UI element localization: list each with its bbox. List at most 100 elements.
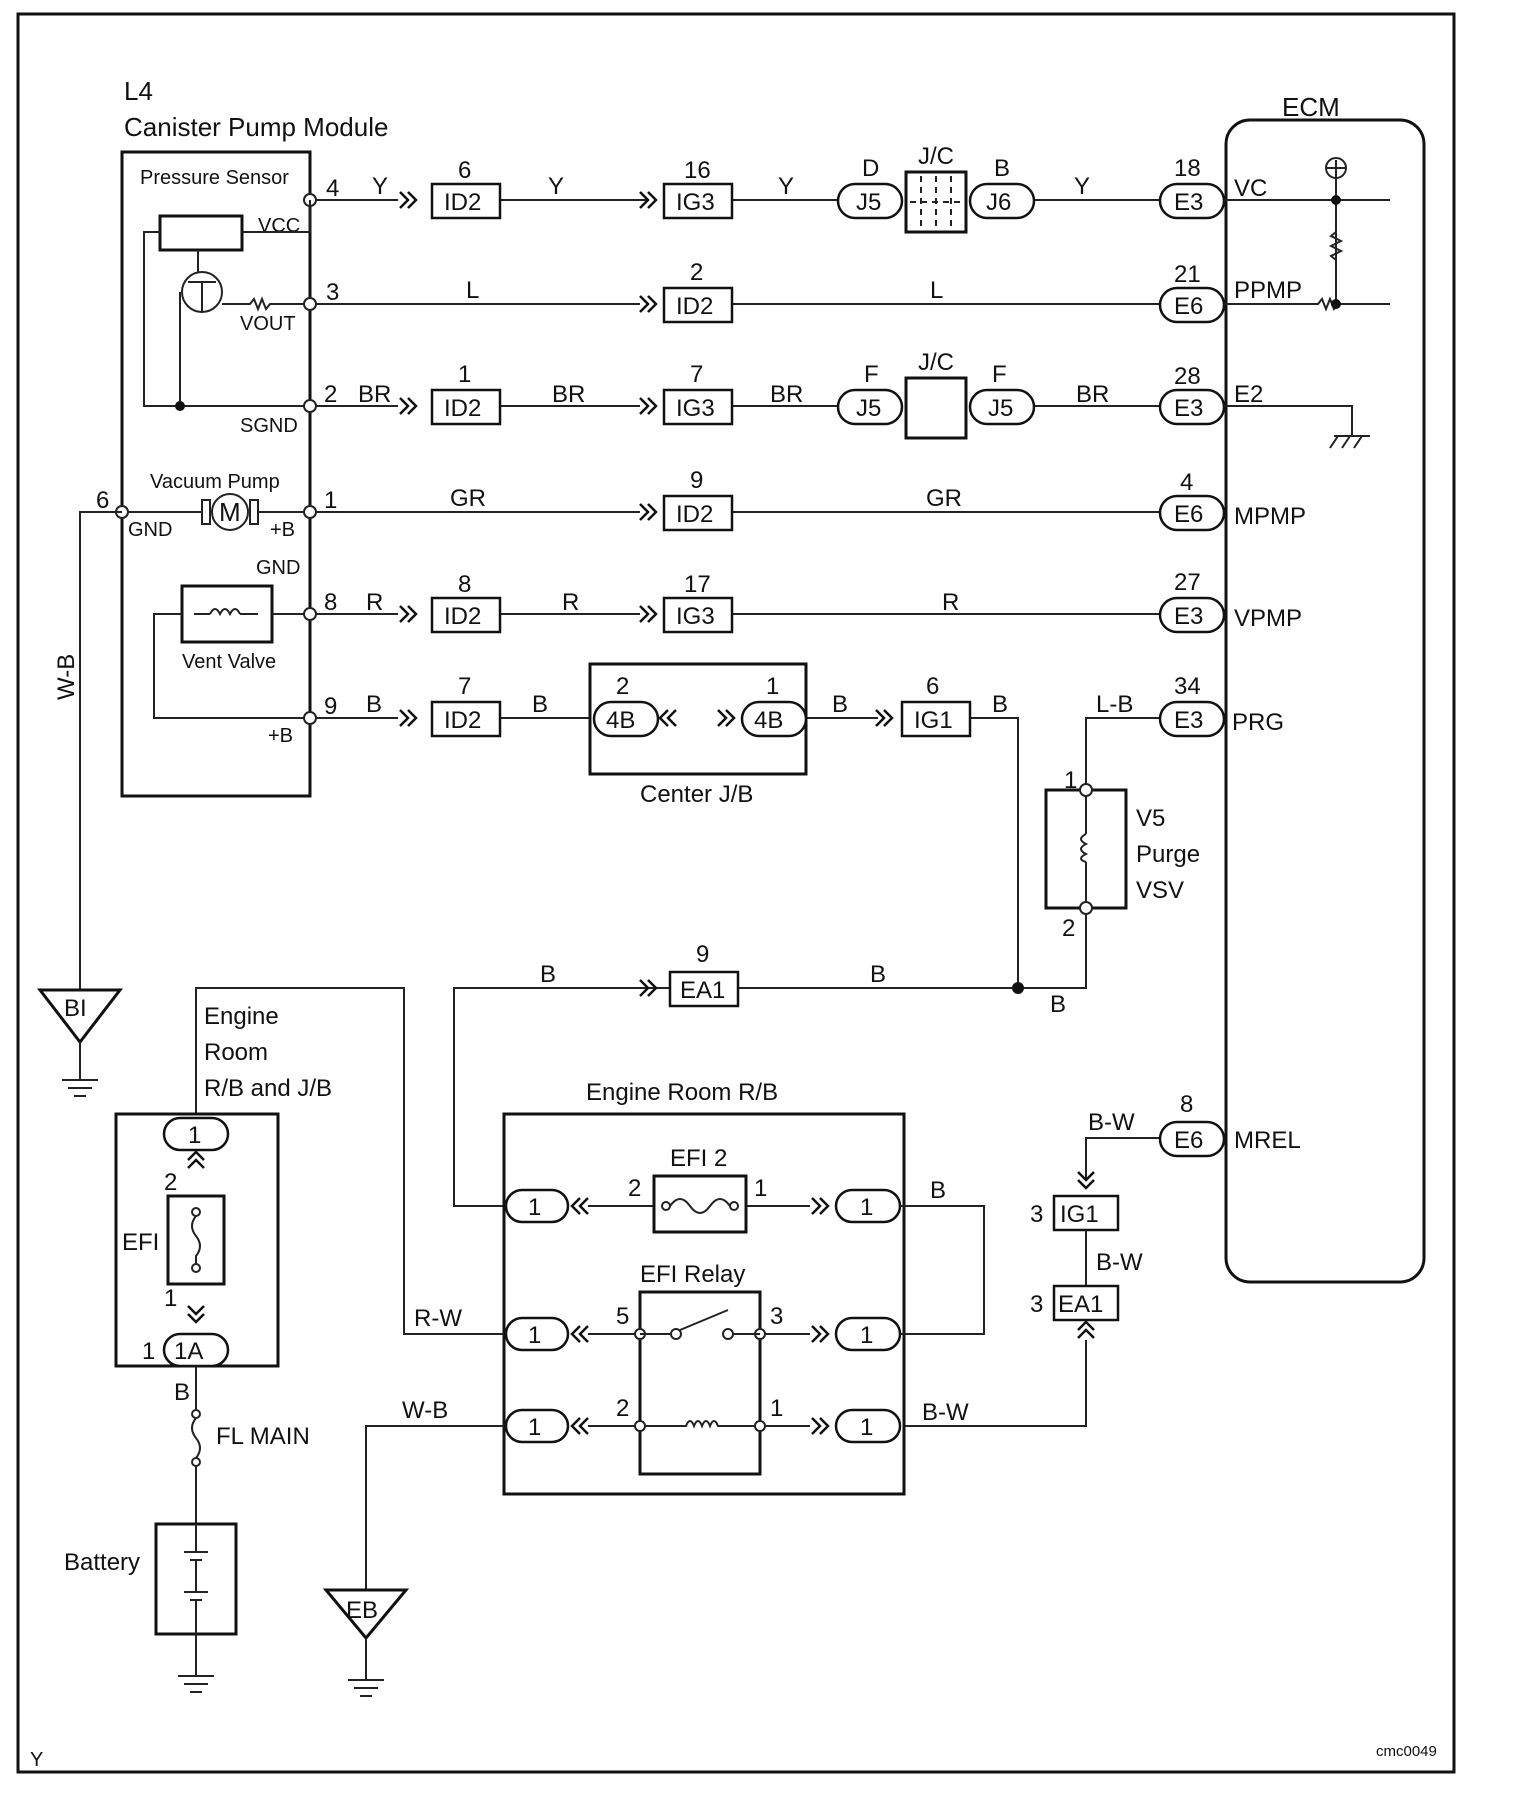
conn-id2-row4 — [662, 494, 734, 532]
wire-b-8: B — [930, 1177, 946, 1204]
efi-relay-box — [638, 1290, 762, 1476]
pin-9-id2: 9 — [690, 467, 703, 494]
efi2-pin-2: 2 — [628, 1175, 641, 1202]
conn-e6-mpmp — [1158, 494, 1226, 532]
conn-ig3-row3-label: IG3 — [676, 395, 715, 422]
conn-j5-row1 — [836, 182, 904, 220]
wire-y-2: Y — [548, 173, 564, 200]
wire-b-7: B — [1050, 991, 1066, 1018]
wire-b-5: B — [540, 961, 556, 988]
pin-7-ig3: 7 — [690, 361, 703, 388]
ecm-chassis-ground-icon — [1329, 435, 1370, 449]
pin-3: 3 — [326, 279, 339, 306]
conn-e3-e2-label: E3 — [1174, 395, 1203, 422]
wire-b-1: B — [366, 691, 382, 718]
conn-rb-1-left-b-label: 1 — [528, 1322, 541, 1349]
efi-pin-2: 2 — [164, 1169, 177, 1196]
conn-rb-1-left-b — [504, 1316, 570, 1352]
conn-1a-pin: 1 — [142, 1338, 155, 1365]
conn-id2-row3-label: ID2 — [444, 395, 481, 422]
conn-e3-prg — [1158, 700, 1226, 738]
wire-l-1: L — [466, 277, 479, 304]
pin-21: 21 — [1174, 261, 1201, 288]
pressure-sensor-box — [158, 214, 244, 252]
wire-lb: L-B — [1096, 691, 1133, 718]
efi2-pin-1: 1 — [754, 1175, 767, 1202]
pin-2: 2 — [324, 381, 337, 408]
conn-rb-1-left-a — [504, 1188, 570, 1224]
wire-wb-2: W-B — [402, 1397, 448, 1424]
battery-ground-icon — [178, 1634, 214, 1693]
jc-label-row1: J/C — [918, 143, 954, 170]
jc-box-row3 — [904, 376, 968, 440]
conn-j5-row3b — [968, 388, 1036, 426]
motor-label: M — [219, 497, 241, 527]
wire-bw-1: B-W — [1088, 1109, 1135, 1136]
footer-code: cmc0049 — [1376, 1743, 1437, 1760]
ground-eb-icon — [322, 1588, 410, 1641]
pin-9: 9 — [324, 693, 337, 720]
efi2-label: EFI 2 — [670, 1145, 727, 1172]
ecm-pin-vpmp: VPMP — [1234, 605, 1302, 632]
relay-pin-2: 2 — [616, 1395, 629, 1422]
pin-8-e6: 8 — [1180, 1091, 1193, 1118]
wire-wb-1: W-B — [53, 654, 80, 700]
wire-b-9: B — [174, 1379, 190, 1406]
efi-relay-switch-icon — [679, 1309, 729, 1331]
wire-r-2: R — [562, 589, 579, 616]
conn-e6-mrel-label: E6 — [1174, 1127, 1203, 1154]
wire-y-4: Y — [1074, 173, 1090, 200]
conn-j6 — [968, 182, 1036, 220]
conn-e6-mrel — [1158, 1120, 1226, 1158]
relay-pin-1: 1 — [770, 1395, 783, 1422]
vcc-label: VCC — [258, 215, 300, 237]
battery-icon — [184, 1524, 208, 1634]
pin-4-e6: 4 — [1180, 469, 1193, 496]
conn-rb-1-left-c — [504, 1408, 570, 1444]
pin-17: 17 — [684, 571, 711, 598]
diagram-frame — [16, 12, 1456, 1774]
relay-pin-5: 5 — [616, 1303, 629, 1330]
wire-y-1: Y — [372, 173, 388, 200]
ground-bi-label: BI — [64, 995, 87, 1022]
conn-ig3-row3 — [662, 388, 734, 426]
wire-r-3: R — [942, 589, 959, 616]
wire-r-1: R — [366, 589, 383, 616]
wire-b-2: B — [532, 691, 548, 718]
conn-rbjb-1 — [162, 1116, 230, 1152]
pin-7-id2: 7 — [458, 673, 471, 700]
jc-pin-b: B — [994, 155, 1010, 182]
conn-id2-row2 — [662, 286, 734, 324]
pin-3-ea1: 3 — [1030, 1291, 1043, 1318]
wire-rw: R-W — [414, 1305, 462, 1332]
wire-b-3: B — [832, 691, 848, 718]
pin-1-4b: 1 — [766, 673, 779, 700]
ecm-pin-prg: PRG — [1232, 709, 1284, 736]
rbjb-line2: Room — [204, 1039, 268, 1066]
efi-relay-coil-icon — [645, 1420, 755, 1429]
pin-3-ig1: 3 — [1030, 1201, 1043, 1228]
vent-valve-label: Vent Valve — [182, 651, 276, 673]
canister-pump-module-box — [120, 150, 312, 798]
pin-8-id2: 8 — [458, 571, 471, 598]
vent-valve-coil-icon — [209, 608, 241, 617]
conn-id2-row1-label: ID2 — [444, 189, 481, 216]
conn-id2-row5-label: ID2 — [444, 603, 481, 630]
conn-ea1-row-label: EA1 — [680, 977, 725, 1004]
ecm-title: ECM — [1282, 92, 1340, 122]
conn-e3-vpmp-label: E3 — [1174, 603, 1203, 630]
conn-rb-1-right-b — [834, 1316, 902, 1352]
conn-4b-left — [592, 700, 660, 738]
conn-ig3-row5-label: IG3 — [676, 603, 715, 630]
pin-16: 16 — [684, 157, 711, 184]
vacuum-gnd-label: GND — [128, 519, 172, 541]
vacuum-pump-motor-icon — [211, 493, 249, 531]
conn-4b-right — [740, 700, 808, 738]
pin-6-ig1: 6 — [926, 673, 939, 700]
conn-ig3-row1-label: IG3 — [676, 189, 715, 216]
wire-l-2: L — [930, 277, 943, 304]
jc-pin-d: D — [862, 155, 879, 182]
efi-fuse-box — [166, 1194, 226, 1286]
efi2-fuse-box — [652, 1174, 748, 1234]
